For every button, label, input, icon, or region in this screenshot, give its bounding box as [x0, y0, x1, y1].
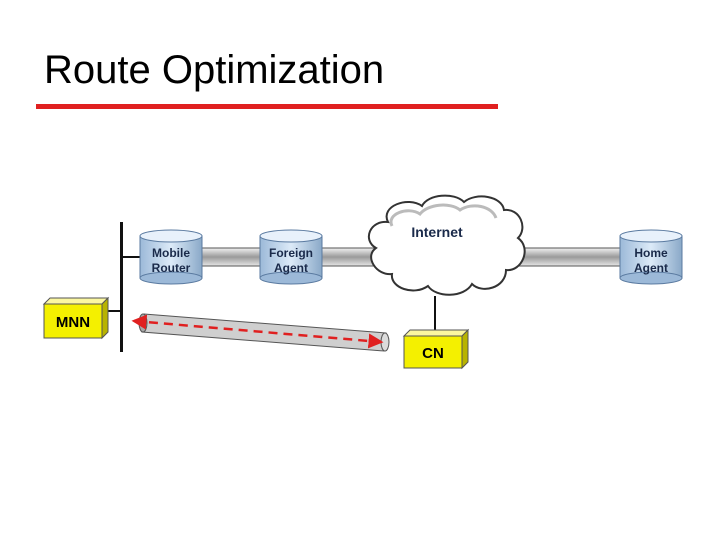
home-agent-label-line2: Agent — [634, 261, 668, 275]
home-agent-node: Home Agent — [619, 229, 683, 285]
foreign-agent-node: Foreign Agent — [259, 229, 323, 285]
mnn-label: MNN — [56, 314, 90, 331]
internet-cloud: Internet — [367, 194, 526, 296]
cloud-to-cn-link — [434, 296, 436, 330]
network-diagram: Mobile Router Foreign Agent Internet Hom… — [36, 192, 686, 382]
slide-title: Route Optimization — [44, 48, 385, 92]
home-agent-label-line1: Home — [634, 246, 668, 260]
dashed-route-arrow — [131, 314, 384, 349]
cn-box: CN — [402, 328, 470, 370]
mobile-router-label-line1: Mobile — [152, 246, 190, 260]
cn-label: CN — [422, 345, 444, 362]
foreign-agent-label-line1: Foreign — [269, 246, 313, 260]
title-rule — [36, 104, 498, 109]
optimized-route-tunnel — [131, 313, 390, 352]
internet-label: Internet — [411, 224, 463, 240]
foreign-agent-label-line2: Agent — [274, 261, 308, 275]
diagram-background — [36, 192, 686, 382]
mnn-box: MNN — [42, 296, 110, 340]
lan-connector-mnn — [106, 310, 122, 312]
lan-bar — [120, 222, 123, 352]
mobile-router-node: Mobile Router — [139, 229, 203, 285]
lan-connector-router — [122, 256, 140, 258]
mobile-router-label-line2: Router — [152, 261, 191, 275]
